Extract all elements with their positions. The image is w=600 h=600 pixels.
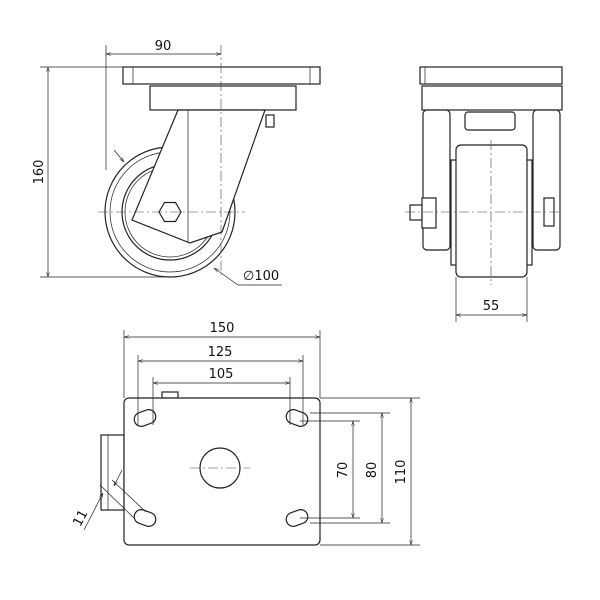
dim-55: 55	[483, 299, 500, 314]
dim-90: 90	[155, 39, 172, 54]
dim-70: 70	[336, 462, 351, 479]
wheel	[455, 144, 528, 278]
front-view: 55	[405, 66, 563, 322]
dim-80: 80	[365, 462, 380, 479]
fork-left	[422, 109, 451, 251]
kingpin-nut	[464, 111, 516, 131]
axle-nut-left	[409, 204, 423, 221]
dim-160: 160	[32, 160, 47, 185]
swivel-housing	[149, 85, 297, 111]
top-view: 150 125 105 70 80 110 11	[70, 321, 420, 546]
grease-nipple	[265, 114, 275, 128]
dim-110: 110	[394, 460, 409, 485]
side-view: 90 160 ∅100	[32, 39, 321, 286]
mounting-plate	[123, 397, 321, 546]
dim-150: 150	[210, 321, 235, 336]
dim-105: 105	[209, 367, 234, 382]
dim-11: 11	[70, 508, 91, 530]
mounting-slots	[133, 409, 309, 527]
top-plate	[122, 66, 321, 85]
fork-right	[532, 109, 561, 251]
fork	[131, 109, 266, 244]
dim-125: 125	[208, 345, 233, 360]
dim-diameter-100: ∅100	[243, 269, 279, 284]
